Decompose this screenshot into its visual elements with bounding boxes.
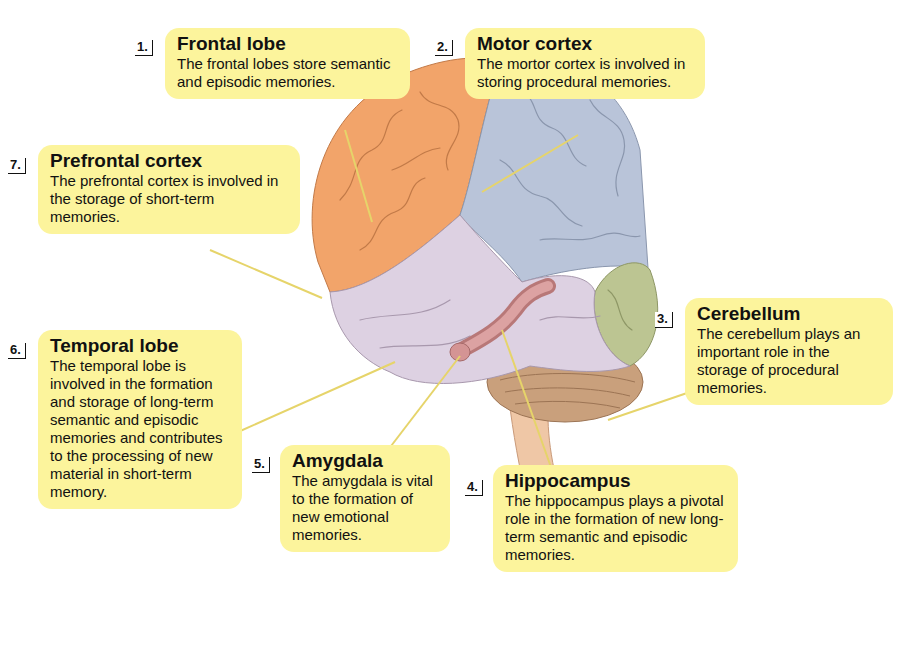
callout-text: The amygdala is vital to the formation o… xyxy=(292,472,438,544)
callout-number: 6. xyxy=(8,343,26,359)
callout-number: 2. xyxy=(435,40,453,56)
callout-heading: Motor cortex xyxy=(477,33,693,55)
callout-number: 5. xyxy=(252,457,270,473)
callout-heading: Frontal lobe xyxy=(177,33,398,55)
callout-heading: Hippocampus xyxy=(505,470,726,492)
callout-box: Motor cortexThe mortor cortex is involve… xyxy=(465,28,705,99)
callout-number: 4. xyxy=(465,480,483,496)
callout-heading: Temporal lobe xyxy=(50,335,230,357)
callout-text: The mortor cortex is involved in storing… xyxy=(477,55,693,91)
callout-number: 7. xyxy=(8,158,26,174)
callout-box: Frontal lobeThe frontal lobes store sema… xyxy=(165,28,410,99)
callout-heading: Amygdala xyxy=(292,450,438,472)
callout-box: Temporal lobeThe temporal lobe is involv… xyxy=(38,330,242,509)
callout-text: The temporal lobe is involved in the for… xyxy=(50,357,230,501)
callout-number: 1. xyxy=(135,40,153,56)
callout-box: HippocampusThe hippocampus plays a pivot… xyxy=(493,465,738,572)
callout-text: The prefrontal cortex is involved in the… xyxy=(50,172,288,226)
callout-text: The frontal lobes store semantic and epi… xyxy=(177,55,398,91)
callout-box: CerebellumThe cerebellum plays an import… xyxy=(685,298,893,405)
callout-heading: Cerebellum xyxy=(697,303,881,325)
callout-text: The hippocampus plays a pivotal role in … xyxy=(505,492,726,564)
callout-heading: Prefrontal cortex xyxy=(50,150,288,172)
callout-box: Prefrontal cortexThe prefrontal cortex i… xyxy=(38,145,300,234)
callout-number: 3. xyxy=(655,312,673,328)
callout-text: The cerebellum plays an important role i… xyxy=(697,325,881,397)
callout-box: AmygdalaThe amygdala is vital to the for… xyxy=(280,445,450,552)
